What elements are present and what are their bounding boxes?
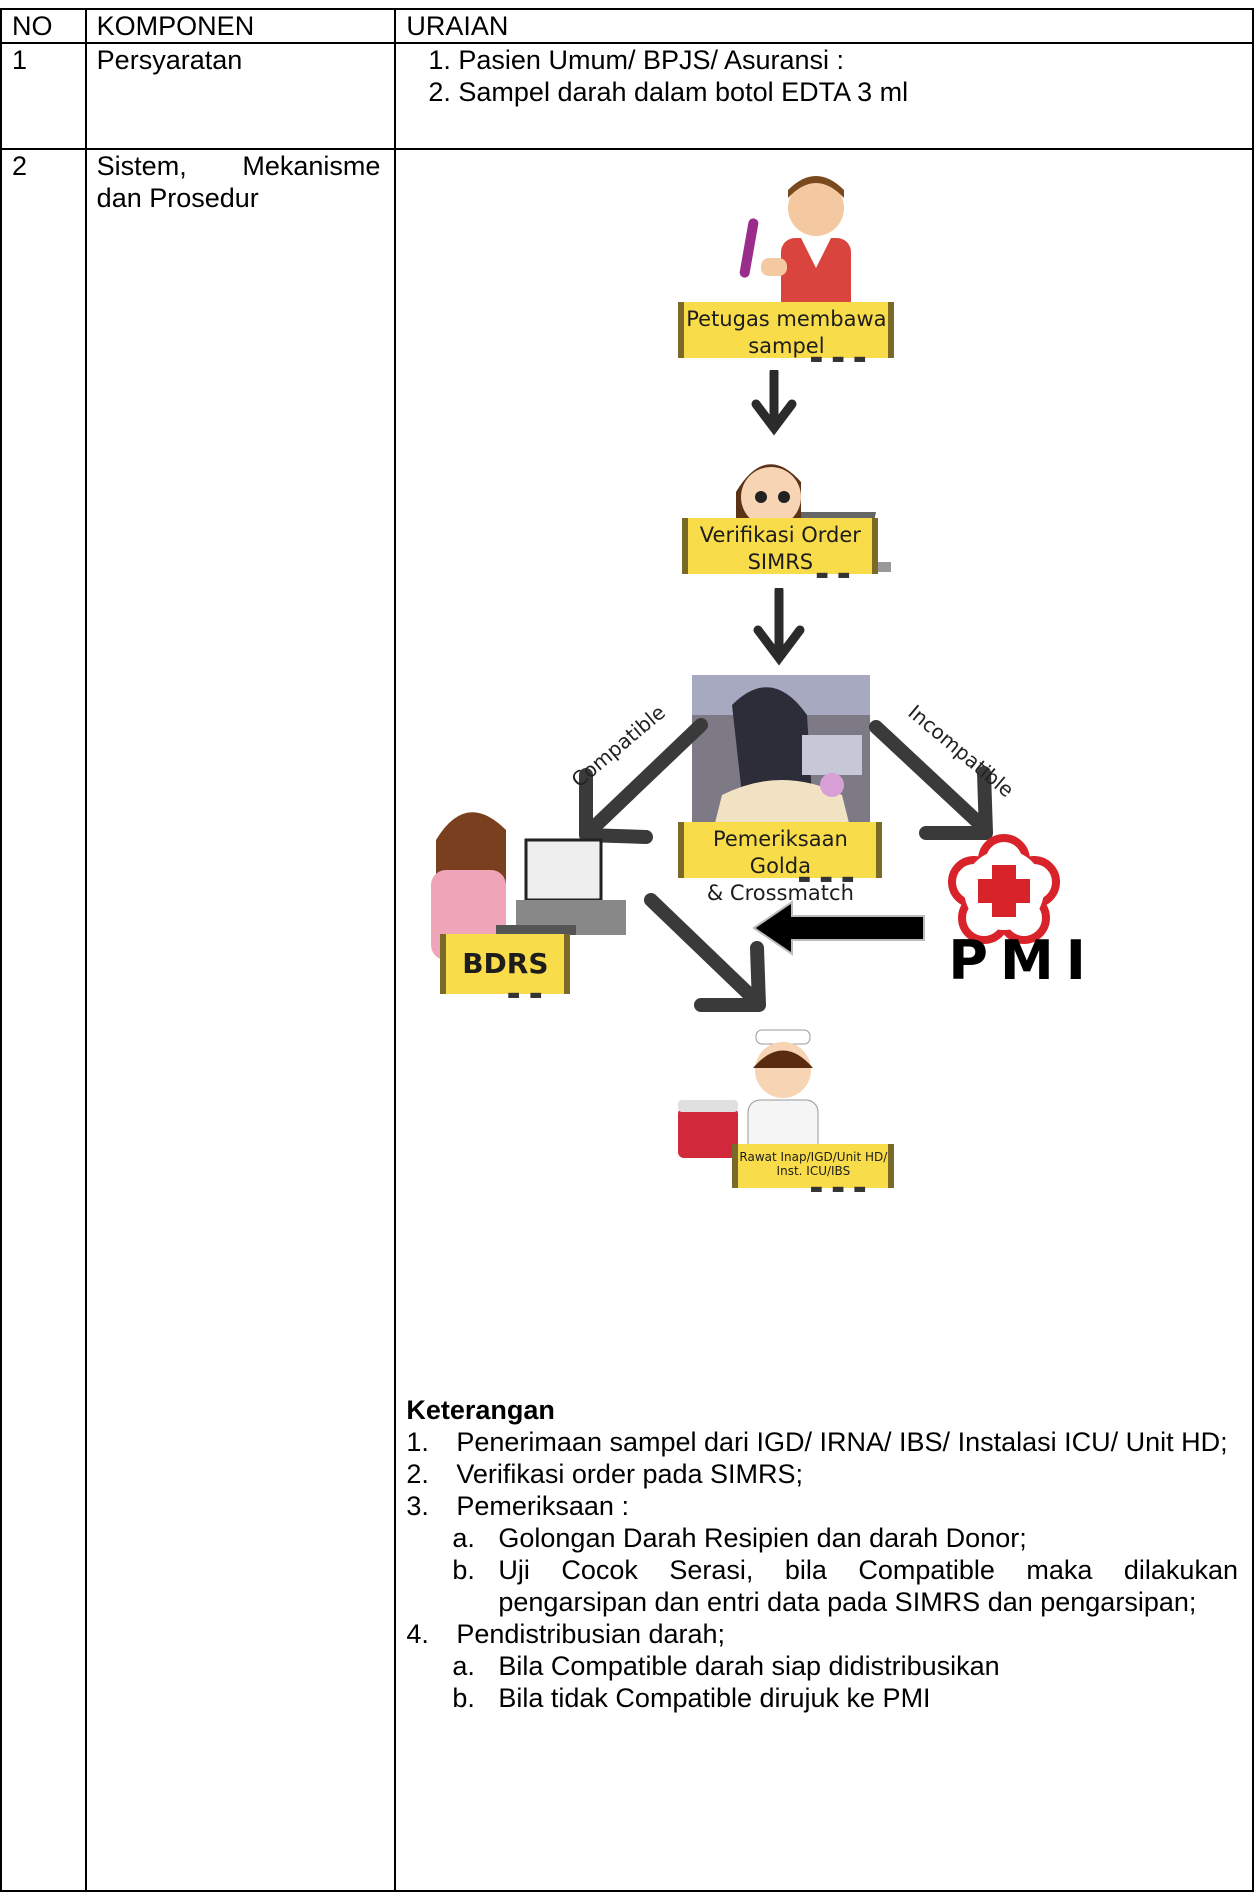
label-decoration: ▬ ▬ ▬	[809, 1181, 869, 1197]
item-number: 4.	[406, 1619, 429, 1649]
label-final: Rawat Inap/IGD/Unit HD/ Inst. ICU/IBS ▬ …	[732, 1144, 895, 1196]
label-step2: Verifikasi Order SIMRS ▬ ▬	[682, 518, 879, 582]
label-text: Inst. ICU/IBS	[776, 1164, 851, 1178]
label-step1: Petugas membawa sampel ▬ ▬ ▬	[678, 302, 895, 366]
list-item: 1. Penerimaan sampel dari IGD/ IRNA/ IBS…	[406, 1426, 1238, 1458]
label-decoration: ▬ ▬ ▬	[809, 351, 869, 367]
komponen-line: dan Prosedur	[96, 183, 259, 213]
list-item: a. Bila Compatible darah siap didistribu…	[452, 1650, 1238, 1682]
arrow-down-icon	[751, 370, 797, 436]
keterangan-title: Keterangan	[406, 1395, 555, 1425]
row-uraian: Petugas membawa sampel ▬ ▬ ▬	[394, 148, 1254, 1892]
list-item: 2. Sampel darah dalam botol EDTA 3 ml	[428, 77, 909, 107]
label-text: Rawat Inap/IGD/Unit HD/	[739, 1150, 888, 1164]
header-komponen: KOMPONEN	[84, 8, 397, 44]
label-bdrs: BDRS ▬ ▬	[440, 934, 571, 1002]
item-text: Verifikasi order pada SIMRS;	[456, 1459, 804, 1489]
item-text: Bila Compatible darah siap didistribusik…	[498, 1651, 1000, 1681]
label-text: sampel	[748, 334, 825, 358]
komponen-word: Mekanisme	[242, 151, 381, 181]
sop-table: NO KOMPONEN URAIAN 1 Persyaratan 1. Pasi…	[0, 8, 1254, 1892]
list-item: b. Bila tidak Compatible dirujuk ke PMI	[452, 1682, 1238, 1714]
item-number: 2.	[406, 1459, 429, 1489]
list-item: a. Golongan Darah Resipien dan darah Don…	[452, 1522, 1238, 1554]
arrow-down-icon	[753, 588, 805, 666]
man-sample-illustration	[740, 176, 852, 318]
item-text: Golongan Darah Resipien dan darah Donor;	[498, 1523, 1027, 1553]
table-row: 2 Sistem, Mekanisme dan Prosedur	[0, 148, 1254, 1892]
label-text: Pemeriksaan Golda	[712, 827, 848, 878]
item-number: a.	[452, 1651, 475, 1681]
item-number: a.	[452, 1523, 475, 1553]
item-text: Penerimaan sampel dari IGD/ IRNA/ IBS/ I…	[456, 1427, 1228, 1457]
flow-diagram: Petugas membawa sampel ▬ ▬ ▬	[396, 150, 1242, 1390]
label-step3: Pemeriksaan Golda & Crossmatch ▬ ▬ ▬	[678, 822, 883, 905]
list-item: 2. Verifikasi order pada SIMRS;	[406, 1458, 1238, 1490]
list-item: 1. Pasien Umum/ BPJS/ Asuransi :	[428, 45, 845, 75]
header-no: NO	[0, 8, 87, 44]
arrow-left-icon	[752, 900, 926, 956]
label-decoration: ▬ ▬ ▬	[797, 871, 857, 887]
item-text: Pemeriksaan :	[456, 1491, 629, 1521]
keterangan: Keterangan 1. Penerimaan sampel dari IGD…	[406, 1394, 1252, 1714]
sub-list: a. Golongan Darah Resipien dan darah Don…	[406, 1522, 1238, 1618]
komponen-word: Sistem,	[96, 151, 187, 181]
label-text: SIMRS	[747, 550, 814, 574]
row-no: 1	[0, 42, 87, 150]
item-number: b.	[452, 1683, 475, 1713]
requirements-list: 1. Pasien Umum/ BPJS/ Asuransi : 2. Samp…	[406, 44, 1252, 108]
label-text: Petugas membawa	[686, 307, 887, 331]
item-number: 1.	[406, 1427, 429, 1457]
item-number: 3.	[406, 1491, 429, 1521]
item-text: Pendistribusian darah;	[456, 1619, 726, 1649]
lab-photo	[692, 675, 871, 835]
label-text: & Crossmatch	[706, 881, 854, 905]
row-no: 2	[0, 148, 87, 1892]
table-row: 1 Persyaratan 1. Pasien Umum/ BPJS/ Asur…	[0, 42, 1254, 150]
arrow-incompatible-icon	[869, 720, 994, 840]
row-uraian: 1. Pasien Umum/ BPJS/ Asuransi : 2. Samp…	[394, 42, 1254, 150]
label-decoration: ▬ ▬	[815, 567, 853, 583]
label-text: BDRS	[462, 947, 549, 980]
label-text: Verifikasi Order	[699, 523, 861, 547]
list-item: b. Uji Cocok Serasi, bila Compatible mak…	[452, 1554, 1238, 1618]
arrow-compatible-icon	[579, 718, 709, 844]
keterangan-list: 4. Pendistribusian darah;	[406, 1618, 1238, 1650]
row-komponen: Sistem, Mekanisme dan Prosedur	[84, 148, 397, 1892]
list-item: 4. Pendistribusian darah;	[406, 1618, 1238, 1650]
pmi-logo-icon	[948, 834, 1061, 944]
sub-list: a. Bila Compatible darah siap didistribu…	[406, 1650, 1238, 1714]
item-text: Uji Cocok Serasi, bila Compatible maka d…	[498, 1555, 1238, 1617]
item-text: Bila tidak Compatible dirujuk ke PMI	[498, 1683, 931, 1713]
pmi-text: PMI	[948, 929, 1098, 992]
keterangan-list: 1. Penerimaan sampel dari IGD/ IRNA/ IBS…	[406, 1426, 1238, 1522]
list-item: 3. Pemeriksaan :	[406, 1490, 1238, 1522]
header-uraian: URAIAN	[394, 8, 1254, 44]
row-komponen: Persyaratan	[84, 42, 397, 150]
label-decoration: ▬ ▬	[507, 987, 545, 1003]
header-row: NO KOMPONEN URAIAN	[0, 8, 1254, 44]
item-number: b.	[452, 1555, 475, 1585]
arrow-distribute-icon	[644, 893, 767, 1012]
